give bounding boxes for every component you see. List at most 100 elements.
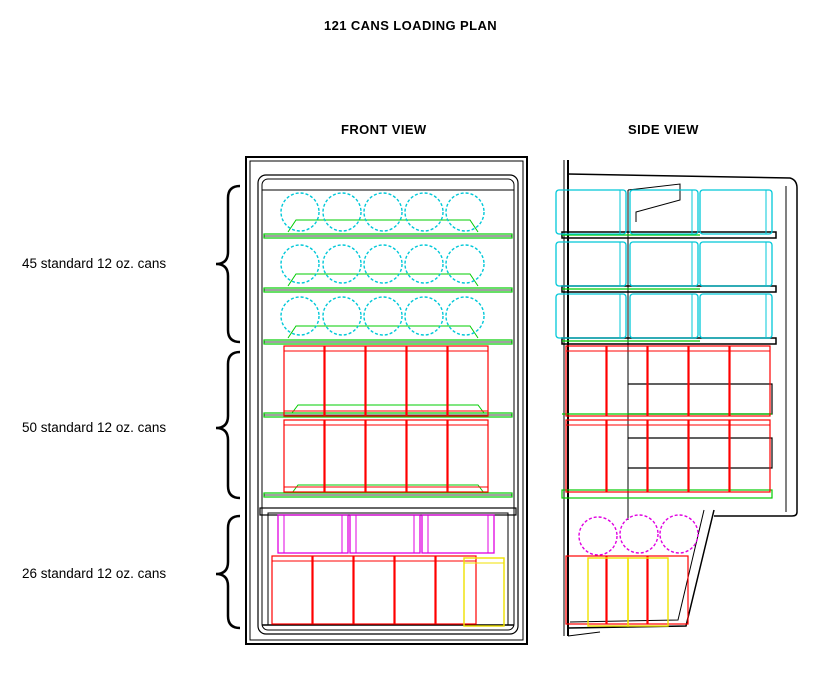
side-shelves [561, 231, 777, 499]
front-can-red [283, 419, 325, 493]
side-can-magenta [578, 516, 618, 556]
front-can-red-body [447, 419, 489, 493]
front-can-magenta [349, 514, 421, 554]
side-view-label: SIDE VIEW [628, 122, 699, 137]
front-can-red-body [394, 555, 436, 625]
front-can-red-body [365, 345, 407, 417]
side-can-red-body [729, 419, 771, 493]
side-can-red-body [565, 345, 607, 417]
side-can-red-bottom [565, 555, 607, 625]
front-can-magenta [421, 514, 495, 554]
side-can-red [729, 419, 771, 493]
front-can-magenta-body [421, 514, 495, 554]
side-can-yellow [587, 557, 629, 627]
front-can-red [447, 345, 489, 417]
side-can-cyan-body [699, 189, 773, 235]
side-can-red-body [688, 345, 730, 417]
front-can-cyan [404, 192, 444, 232]
side-can-magenta [619, 514, 659, 554]
side-can-yellow [627, 557, 669, 627]
side-can-cyan-body [699, 241, 773, 287]
section-label-middle: 50 standard 12 oz. cans [22, 420, 167, 435]
side-can-cyan [699, 189, 773, 235]
front-can-red-bottom [271, 555, 313, 625]
side-drawer-rail [628, 437, 773, 469]
brace-middle [215, 350, 241, 500]
front-view-label: FRONT VIEW [341, 122, 427, 137]
front-can-red [324, 345, 366, 417]
front-can-cyan [445, 244, 485, 284]
side-can-cyan [555, 241, 627, 287]
side-can-cyan [629, 189, 699, 235]
side-can-cyan-body [629, 189, 699, 235]
front-can-red [365, 345, 407, 417]
front-can-red-bottom [435, 555, 477, 625]
side-can-red-body [688, 419, 730, 493]
front-can-red [283, 345, 325, 417]
front-can-cyan [445, 296, 485, 336]
front-can-red [324, 419, 366, 493]
side-can-red [606, 345, 648, 417]
front-can-red-body [312, 555, 354, 625]
front-can-red [365, 419, 407, 493]
front-can-red-body [406, 345, 448, 417]
front-can-magenta [277, 514, 349, 554]
side-can-cyan-body [555, 189, 627, 235]
section-label-top: 45 standard 12 oz. cans [22, 256, 167, 271]
side-can-cyan [555, 293, 627, 339]
front-can-red-body [406, 419, 448, 493]
front-can-cyan [322, 296, 362, 336]
front-can-cyan [404, 296, 444, 336]
side-can-red-body [647, 345, 689, 417]
side-can-cyan-body [629, 241, 699, 287]
side-can-cyan [555, 189, 627, 235]
front-can-yellow-body [463, 557, 505, 627]
front-can-red-body [271, 555, 313, 625]
side-can-cyan [629, 241, 699, 287]
front-shelves [263, 219, 513, 498]
front-can-red-body [353, 555, 395, 625]
side-can-red-bottom [606, 555, 648, 625]
front-can-red [447, 419, 489, 493]
side-can-cyan-body [555, 241, 627, 287]
side-can-red-body [565, 419, 607, 493]
front-wire-rack [291, 404, 485, 414]
side-can-red [565, 345, 607, 417]
front-wire-rack [287, 219, 479, 233]
front-can-red-bottom [353, 555, 395, 625]
side-can-red-body [606, 419, 648, 493]
front-can-red [406, 345, 448, 417]
side-can-red [688, 345, 730, 417]
brace-group [215, 184, 241, 630]
front-cans [271, 192, 505, 627]
side-can-cyan-body [555, 293, 627, 339]
side-can-red-body [729, 345, 771, 417]
front-can-cyan [280, 244, 320, 284]
brace-bottom [215, 514, 241, 630]
front-can-red-body [365, 419, 407, 493]
side-can-cyan-body [629, 293, 699, 339]
front-can-cyan [363, 192, 403, 232]
side-can-cyan [699, 293, 773, 339]
front-can-red-body [447, 345, 489, 417]
front-can-cyan [280, 192, 320, 232]
front-can-cyan [445, 192, 485, 232]
front-wire-rack [287, 273, 479, 287]
side-can-red [647, 419, 689, 493]
front-can-red-body [324, 419, 366, 493]
front-can-red-body [324, 345, 366, 417]
side-cabinet [563, 160, 798, 637]
side-can-cyan-body [699, 293, 773, 339]
front-can-red-body [283, 419, 325, 493]
front-can-red-bottom [394, 555, 436, 625]
front-can-magenta-body [349, 514, 421, 554]
side-can-red [688, 419, 730, 493]
section-label-bottom: 26 standard 12 oz. cans [22, 566, 167, 581]
front-can-cyan [322, 244, 362, 284]
side-can-red-body [606, 345, 648, 417]
side-can-cyan [629, 293, 699, 339]
side-can-magenta [659, 514, 699, 554]
front-can-red-body [283, 345, 325, 417]
side-can-cyan [699, 241, 773, 287]
side-can-red [565, 419, 607, 493]
